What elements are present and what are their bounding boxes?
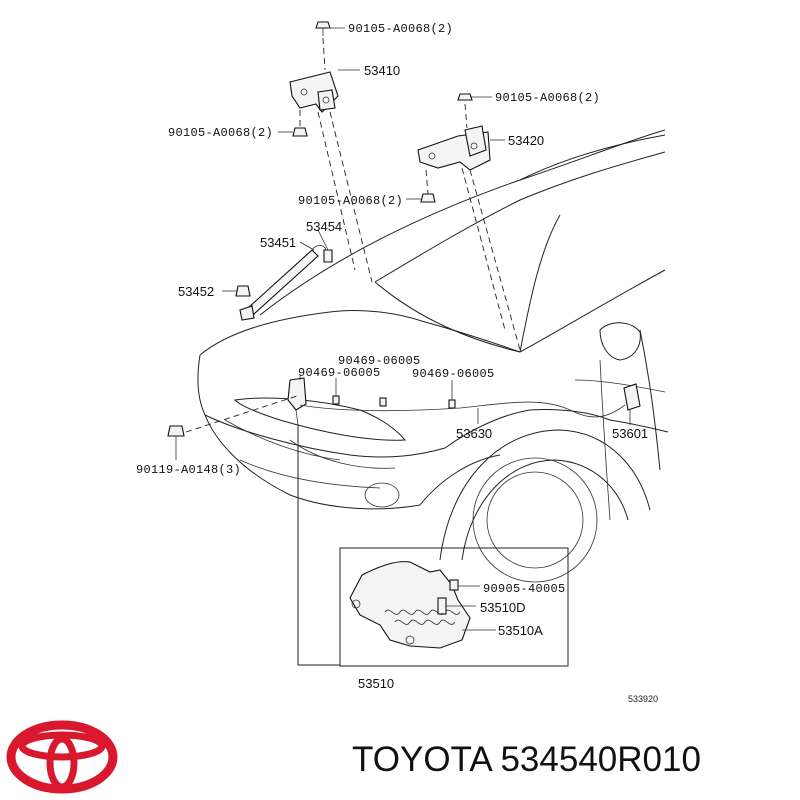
guide-hinge-left-b	[317, 111, 356, 271]
hood-lock-part	[287, 377, 307, 426]
callout-bolt-left: 90105-A0068(2)	[168, 126, 273, 140]
callout-lever: 53601	[612, 426, 648, 441]
guide-hinge-left	[329, 111, 373, 283]
guide-hinge-right-b	[461, 167, 506, 331]
screw-icon	[167, 425, 185, 437]
guide-screw	[185, 394, 301, 433]
leader-lock	[297, 425, 340, 666]
hinge-right-part	[417, 103, 491, 195]
callout-inset-a: 53510A	[498, 623, 543, 638]
toyota-logo-icon	[6, 720, 118, 794]
callouts: 90105-A0068(2) 53410 90105-A0068(2) 5342…	[136, 22, 658, 704]
release-cable	[299, 401, 626, 418]
bolt-icon-top-a	[315, 21, 331, 36]
callout-grommet: 53452	[178, 284, 214, 299]
guide-hinge-right	[469, 169, 521, 351]
grommet-part	[235, 285, 251, 297]
callout-hinge-right: 53420	[508, 133, 544, 148]
callout-support-rod: 53451	[260, 235, 296, 250]
lock-detail-inset	[339, 547, 569, 667]
bolt-icon-left	[292, 127, 308, 137]
hood-support-rod	[239, 245, 327, 321]
callout-clip-a: 90469-06005	[338, 354, 421, 368]
part-number-title: TOYOTA 534540R010	[352, 740, 701, 779]
callout-lock: 53510	[358, 676, 394, 691]
callout-bolt-mid: 90105-A0068(2)	[298, 194, 403, 208]
callout-hinge-left: 53410	[364, 63, 400, 78]
stay-holder-part	[323, 249, 333, 263]
hinge-left-part	[289, 37, 339, 128]
callout-inset-clip: 90905-40005	[483, 582, 566, 596]
callout-clip-c: 90469-06005	[412, 367, 495, 381]
callout-bolt-top-b: 90105-A0068(2)	[495, 91, 600, 105]
figure-reference: 533920	[628, 694, 658, 704]
callout-stay-holder: 53454	[306, 219, 342, 234]
bolt-icon-mid	[420, 193, 436, 203]
bolt-icon-top-b	[457, 93, 473, 101]
release-lever-part	[623, 383, 641, 411]
callout-bolt-top-a: 90105-A0068(2)	[348, 22, 453, 36]
callout-cable: 53630	[456, 426, 492, 441]
vehicle-outline	[197, 129, 669, 583]
callout-clip-b: 90469-06005	[298, 366, 381, 380]
clip-icons	[332, 395, 456, 409]
callout-screw: 90119-A0148(3)	[136, 463, 241, 477]
callout-inset-d: 53510D	[480, 600, 526, 615]
